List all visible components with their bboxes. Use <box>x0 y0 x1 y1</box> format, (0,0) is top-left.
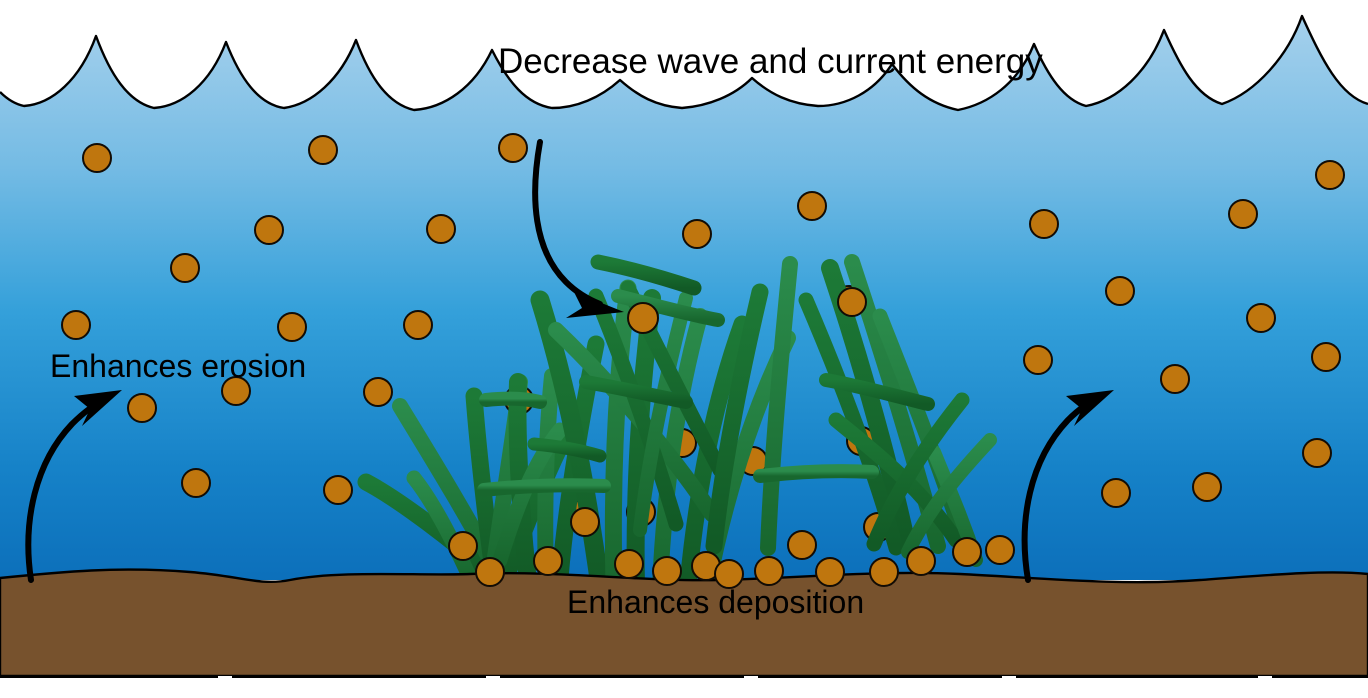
deposited-particles <box>448 507 1015 589</box>
seabed-sediment <box>0 568 1368 678</box>
deposited-particle <box>614 549 644 579</box>
seagrass-blade <box>604 279 637 590</box>
seagrass-blade <box>479 391 547 409</box>
sediment-particle <box>1029 209 1059 239</box>
seagrass-blade <box>828 412 964 548</box>
sediment-particle <box>308 135 338 165</box>
sediment-particle <box>1101 478 1131 508</box>
sediment-particle <box>797 191 827 221</box>
sediment-particle <box>363 377 393 407</box>
erosion-arrow-left <box>25 390 122 583</box>
sediment-particle <box>181 468 211 498</box>
sediment-particle <box>82 143 112 173</box>
sediment-particle <box>1302 438 1332 468</box>
sediment-particle-canopy <box>627 302 659 334</box>
sediment-particle <box>426 214 456 244</box>
bottom-strip <box>0 676 1368 698</box>
deposited-particle <box>448 531 478 561</box>
deposited-particle <box>754 556 784 586</box>
seagrass-blade <box>705 283 769 555</box>
sediment-particle <box>61 310 91 340</box>
erosion-arrow-right <box>1021 390 1114 583</box>
deposited-particle <box>869 557 899 587</box>
deposited-particle <box>985 535 1015 565</box>
seagrass-blade <box>527 437 607 463</box>
seagrass-blade <box>588 288 684 532</box>
seagrass-blade <box>579 375 693 409</box>
sediment-particle <box>1105 276 1135 306</box>
foreground-particles <box>627 287 867 334</box>
seagrass-blade <box>819 373 935 411</box>
sediment-particle <box>1315 160 1345 190</box>
sediment-particle <box>1023 345 1053 375</box>
sediment-particle <box>1228 199 1258 229</box>
seagrass-blade <box>633 291 693 537</box>
deposition-arrow-center <box>532 139 624 318</box>
seagrass-blade <box>611 289 725 327</box>
sediment-particle <box>1246 303 1276 333</box>
sediment-particle <box>1160 364 1190 394</box>
seagrass-blade <box>760 256 798 556</box>
deposited-particle <box>475 557 505 587</box>
seagrass-blade <box>753 464 879 483</box>
sediment-particle <box>1192 472 1222 502</box>
seagrass-blade <box>866 392 970 552</box>
seagrass-blade <box>406 470 478 586</box>
flow-arrows <box>25 139 1114 583</box>
wave-surface-outline <box>0 14 1368 112</box>
deposited-particle <box>570 507 600 537</box>
sediment-particle <box>170 253 200 283</box>
sediment-particle <box>682 219 712 249</box>
sediment-particle <box>403 310 433 340</box>
deposited-particle <box>906 546 936 576</box>
deposited-particle <box>652 556 682 586</box>
sediment-particle <box>498 133 528 163</box>
seagrass-blade <box>901 433 997 559</box>
sediment-particle <box>277 312 307 342</box>
seagrass-blade <box>590 254 702 296</box>
deposited-particle <box>533 546 563 576</box>
deposited-particle <box>815 557 845 587</box>
sediment-particle <box>254 215 284 245</box>
sediment-particle <box>1311 342 1341 372</box>
deposited-particle <box>952 537 982 567</box>
seagrass-meadow <box>357 254 997 590</box>
sediment-particle <box>127 393 157 423</box>
sediment-particle <box>221 376 251 406</box>
sediment-particle-canopy <box>837 287 867 317</box>
seagrass-blade <box>477 478 611 497</box>
deposited-particle <box>714 559 744 589</box>
sediment-particle <box>787 530 817 560</box>
sediment-particle <box>323 475 353 505</box>
